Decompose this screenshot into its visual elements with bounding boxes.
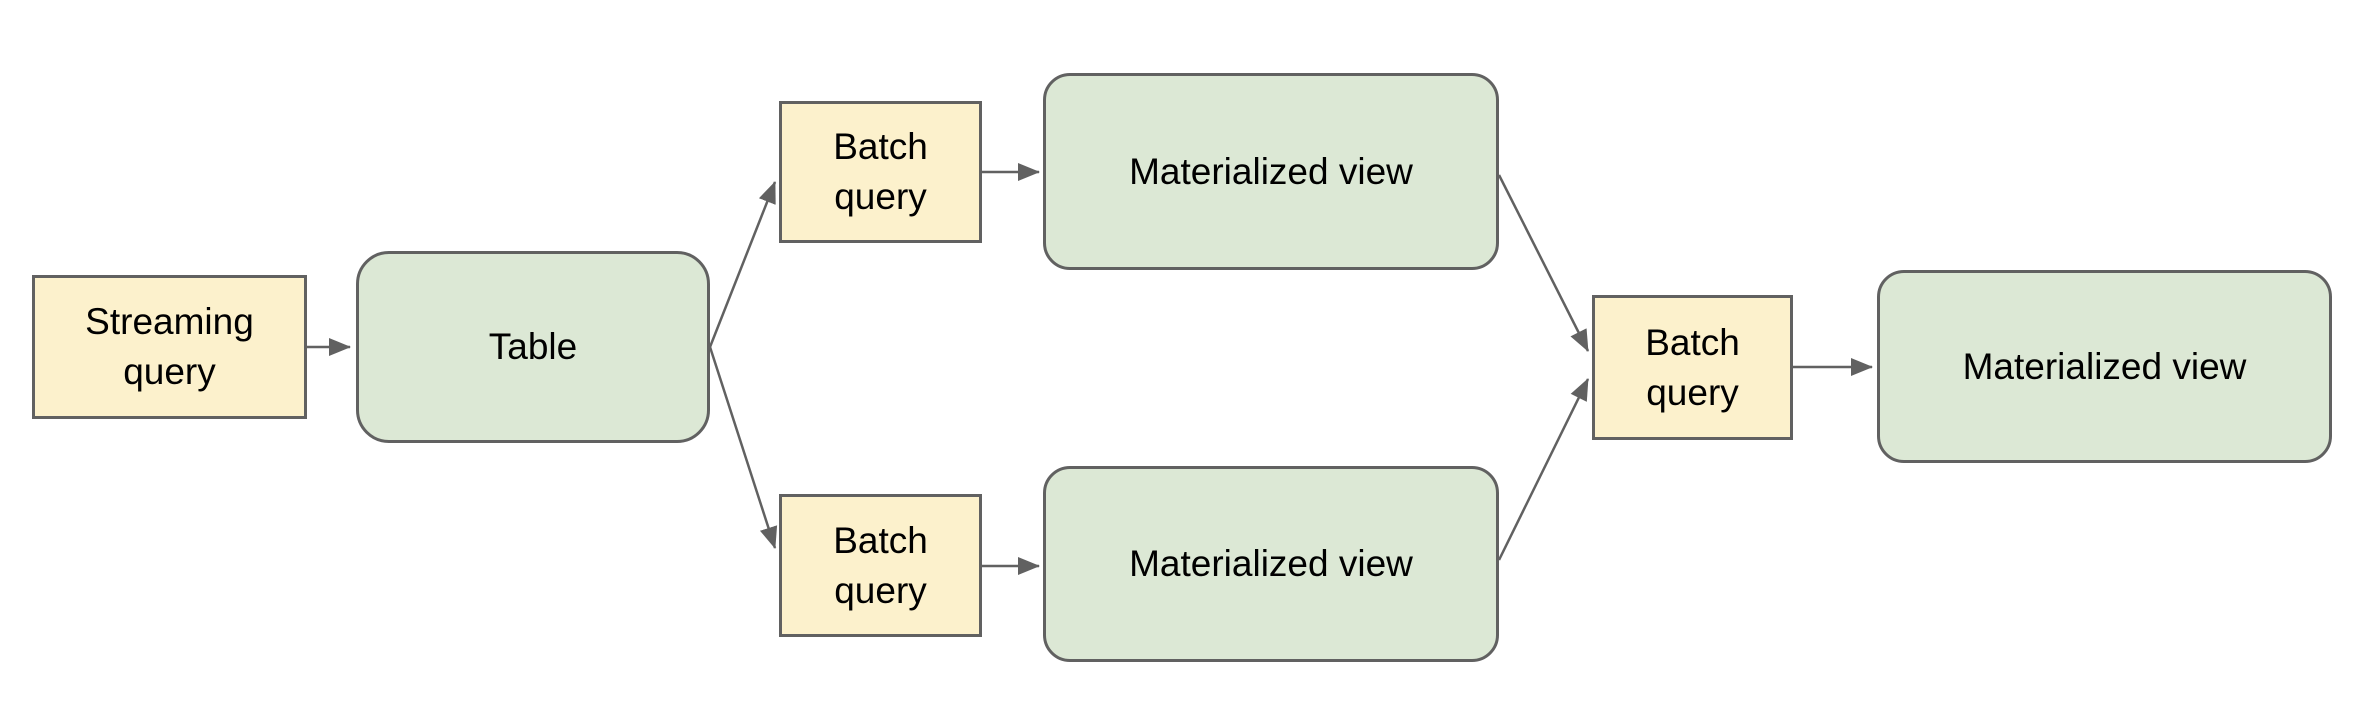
edge-materialized-view-bottom-to-batch-query-right — [1497, 378, 1590, 561]
node-batch-query-top: Batch query — [779, 101, 982, 243]
node-batch-query-right-label: Batch query — [1645, 321, 1740, 413]
edge-table-to-batch-query-bottom — [708, 346, 778, 549]
node-materialized-view-bottom: Materialized view — [1043, 466, 1499, 662]
node-table: Table — [356, 251, 710, 443]
node-materialized-view-bottom-label: Materialized view — [1129, 543, 1413, 585]
node-batch-query-bottom: Batch query — [779, 494, 982, 637]
node-batch-query-top-label: Batch query — [833, 126, 928, 217]
node-table-label: Table — [488, 326, 578, 368]
node-materialized-view-right: Materialized view — [1877, 270, 2332, 463]
node-streaming-query: Streaming query — [32, 275, 307, 419]
node-batch-query-right: Batch query — [1592, 295, 1793, 440]
node-materialized-view-top: Materialized view — [1043, 73, 1499, 270]
edge-table-to-batch-query-top — [708, 181, 777, 348]
node-streaming-query-label: Streaming query — [85, 301, 254, 392]
node-materialized-view-right-label: Materialized view — [1962, 345, 2247, 387]
edge-materialized-view-top-to-batch-query-right — [1497, 174, 1590, 352]
node-materialized-view-top-label: Materialized view — [1129, 150, 1413, 192]
node-batch-query-bottom-label: Batch query — [833, 519, 928, 611]
